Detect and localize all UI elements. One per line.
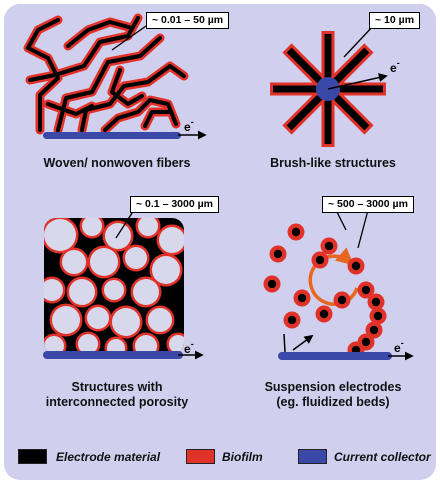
caption-line: Structures with [71,380,163,394]
legend-swatch-electrode [18,449,47,464]
size-callout-woven: ~ 0.01 – 50 µm [146,12,230,29]
caption-suspension: Suspension electrodes (eg. fluidized bed… [238,380,428,410]
legend-label-collector: Current collector [334,450,431,464]
suspension-electrodes-diagram [263,209,414,361]
legend-label-electrode: Electrode material [56,450,161,464]
caption-line: interconnected porosity [45,395,189,409]
woven-fibers-diagram [23,13,207,140]
caption-line: Suspension electrodes [264,380,402,394]
size-callout-brush: ~ 10 µm [369,12,421,29]
brush-structure-diagram [270,24,388,147]
caption-line: Brush-like structures [270,156,396,170]
porous-structure-diagram [43,209,204,360]
electron-label: e- [390,58,400,75]
contact-line [283,333,286,353]
legend-swatch-collector [298,449,327,464]
electron-label: e- [184,117,194,134]
caption-line: (eg. fluidized beds) [276,395,390,409]
size-callout-porous: ~ 0.1 – 3000 µm [130,196,219,213]
electron-arrow [327,73,388,90]
transfer-arrow [292,334,314,351]
current-collector-bar [43,351,183,359]
current-collector-bar [278,352,392,360]
electron-label: e- [184,339,194,356]
caption-woven: Woven/ nonwoven fibers [22,156,212,171]
caption-line: Woven/ nonwoven fibers [43,156,191,170]
legend-swatch-biofilm [186,449,215,464]
current-collector-bar [43,132,181,139]
caption-porous: Structures with interconnected porosity [22,380,212,410]
size-callout-suspension: ~ 500 – 3000 µm [322,196,414,213]
legend-label-biofilm: Biofilm [222,450,263,464]
electron-label: e- [394,338,404,355]
caption-brush: Brush-like structures [238,156,428,171]
